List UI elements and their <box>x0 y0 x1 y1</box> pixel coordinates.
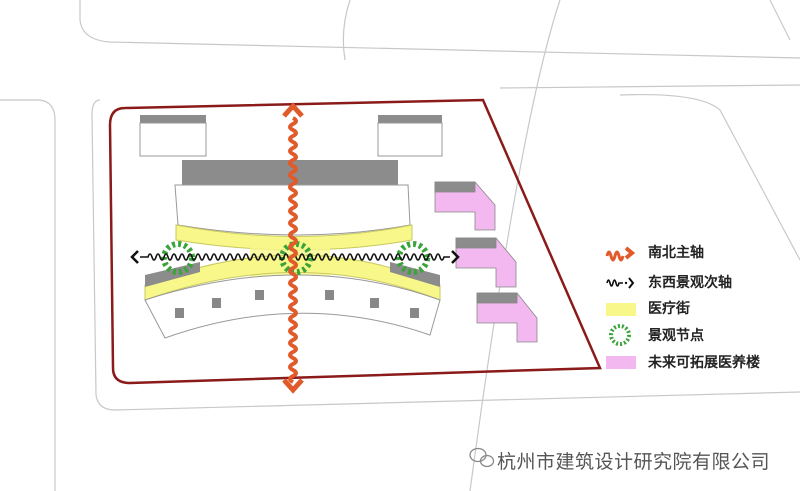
axis-arrow-west <box>130 250 139 264</box>
axis-arrow-east <box>451 250 460 264</box>
future-buildings <box>434 181 538 343</box>
legend-swatch-future-building <box>606 356 636 369</box>
wechat-icon <box>469 447 495 468</box>
legend-label-secondary-axis: 东西景观次轴 <box>648 275 732 291</box>
site-boundary <box>108 98 602 385</box>
watermark-text: 杭州市建筑设计研究院有限公司 <box>497 451 771 473</box>
east-west-secondary-axis <box>140 253 450 261</box>
legend-label-medical-street: 医疗街 <box>648 301 690 317</box>
legend-swatch-medical-street <box>606 303 636 316</box>
legend-icon-main-axis <box>605 246 636 262</box>
building-top-left <box>139 115 207 157</box>
axis-arrow-north <box>282 102 304 118</box>
legend-label-landscape-node: 景观节点 <box>648 328 704 344</box>
legend-label-future-building: 未来可拓展医养楼 <box>648 355 760 371</box>
landscape-node <box>279 241 313 275</box>
building-top-right <box>377 115 443 157</box>
legend-icon-secondary-axis <box>606 277 635 289</box>
legend-icon-landscape-node <box>609 324 631 346</box>
axis-arrow-south <box>282 378 304 394</box>
north-south-main-axis <box>288 116 298 384</box>
legend-label-main-axis: 南北主轴 <box>648 245 704 261</box>
